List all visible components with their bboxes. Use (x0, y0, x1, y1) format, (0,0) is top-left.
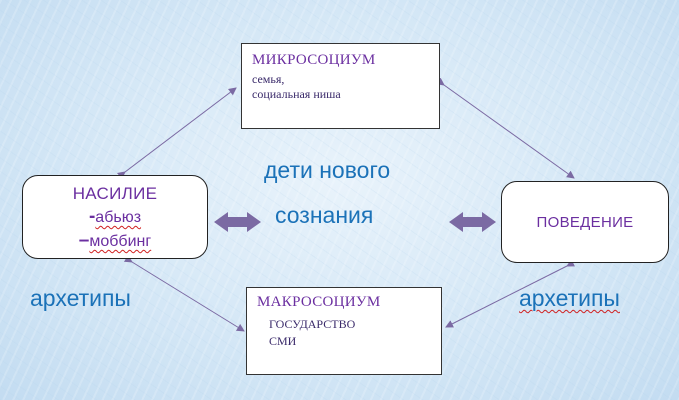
violence-item-abuse: -абьюз (23, 206, 207, 228)
microsocium-box: МИКРОСОЦИУМ семья, социальная ниша (241, 43, 440, 129)
connector-behavior-macro (445, 259, 576, 328)
violence-item-mobbing-label: моббинг (89, 233, 152, 250)
violence-item-mobbing: –моббинг (23, 230, 207, 252)
connector-violence-macro (123, 254, 245, 332)
violence-title: НАСИЛИЕ (72, 184, 158, 203)
center-text-line2: сознания (275, 202, 374, 228)
archetypes-left-label: архетипы (30, 285, 131, 311)
violence-item-abuse-label: абьюз (95, 209, 142, 226)
double-arrow-left (214, 212, 261, 232)
behavior-title: ПОВЕДЕНИЕ (536, 213, 634, 231)
violence-box: НАСИЛИЕ -абьюз –моббинг (22, 175, 208, 259)
behavior-box: ПОВЕДЕНИЕ (501, 181, 669, 263)
macrosocium-box: МАКРОСОЦИУМ ГОСУДАРСТВО СМИ (246, 287, 442, 375)
microsocium-line-niche: социальная ниша (252, 87, 341, 101)
dash-marker: - (88, 206, 96, 227)
macrosocium-title: МАКРОСОЦИУМ (257, 294, 381, 310)
connector-micro-behavior (435, 77, 575, 179)
connector-violence-micro (117, 87, 237, 180)
center-text-line1: дети нового (264, 157, 391, 183)
microsocium-line-family: семья, (252, 72, 285, 86)
macrosocium-line-state: ГОСУДАРСТВО (269, 317, 356, 331)
microsocium-title: МИКРОСОЦИУМ (252, 52, 376, 68)
macrosocium-line-media: СМИ (269, 334, 297, 348)
double-arrow-right (449, 212, 496, 232)
archetypes-right-label: архетипы (519, 285, 620, 311)
dash-marker: – (78, 230, 90, 251)
